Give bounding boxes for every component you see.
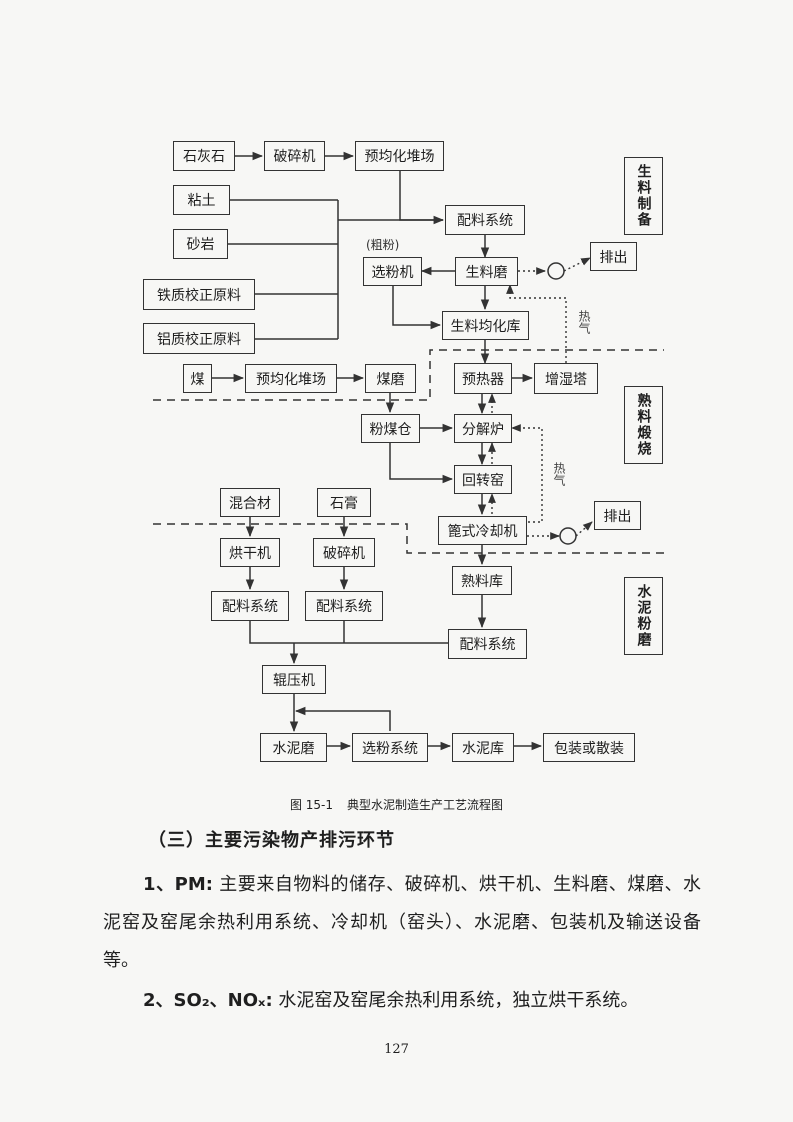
coal-pre-homogenization-yard-box: 预均化堆场 bbox=[245, 364, 337, 393]
batching-system-box: 配料系统 bbox=[305, 591, 383, 621]
clinker-silo-box: 熟料库 bbox=[452, 566, 512, 595]
exhaust-box: 排出 bbox=[590, 242, 637, 271]
raw-meal-preparation-stage-label: 生料制备 bbox=[624, 157, 663, 235]
alumina-corrective-material-box: 铝质校正原料 bbox=[143, 323, 255, 354]
grate-cooler-box: 篦式冷却机 bbox=[438, 516, 527, 545]
coal-mill-box: 煤磨 bbox=[365, 364, 416, 393]
section-heading: （三）主要污染物产排污环节 bbox=[148, 830, 395, 851]
limestone-box: 石灰石 bbox=[173, 141, 235, 171]
powder-separator-box: 选粉机 bbox=[363, 257, 422, 286]
humidifier-tower-box: 增湿塔 bbox=[534, 363, 598, 394]
hot-gas-label: 热气 bbox=[552, 462, 566, 486]
batching-system-box: 配料系统 bbox=[211, 591, 289, 621]
packing-or-bulk-box: 包装或散装 bbox=[543, 733, 635, 762]
figure-title: 典型水泥制造生产工艺流程图 bbox=[347, 798, 504, 812]
roller-press-box: 辊压机 bbox=[262, 665, 326, 694]
pulverized-coal-bin-box: 粉煤仓 bbox=[361, 414, 420, 443]
paragraph: 1、PM: 主要来自物料的储存、破碎机、烘干机、生料磨、煤磨、水泥窑及窑尾余热利… bbox=[103, 866, 701, 980]
paragraph-text: 水泥窑及窑尾余热利用系统，独立烘干系统。 bbox=[278, 990, 639, 1011]
figure-caption: 图 15-1 典型水泥制造生产工艺流程图 bbox=[0, 796, 793, 813]
preheater-box: 预热器 bbox=[454, 363, 512, 394]
rotary-kiln-box: 回转窑 bbox=[454, 465, 512, 494]
clay-box: 粘土 bbox=[173, 185, 230, 215]
iron-corrective-material-box: 铁质校正原料 bbox=[143, 279, 255, 310]
hot-gas-label: 热气 bbox=[577, 310, 591, 334]
raw-mill-box: 生料磨 bbox=[455, 257, 518, 286]
mixed-material-box: 混合材 bbox=[220, 488, 280, 517]
page-number: 127 bbox=[384, 1042, 409, 1057]
dryer-box: 烘干机 bbox=[220, 538, 280, 567]
clinker-burning-stage-label: 熟料煅烧 bbox=[624, 386, 663, 464]
paragraph-text: 主要来自物料的储存、破碎机、烘干机、生料磨、煤磨、水泥窑及窑尾余热利用系统、冷却… bbox=[103, 874, 701, 971]
crusher-box: 破碎机 bbox=[313, 538, 375, 567]
figure-number: 图 15-1 bbox=[289, 798, 334, 812]
sandstone-box: 砂岩 bbox=[173, 229, 228, 259]
separator-system-box: 选粉系统 bbox=[352, 733, 428, 762]
coarse-powder-label: (粗粉) bbox=[366, 238, 400, 252]
cement-silo-box: 水泥库 bbox=[452, 733, 514, 762]
cement-grinding-stage-label: 水泥粉磨 bbox=[624, 577, 663, 655]
flowchart-connectors bbox=[153, 151, 664, 751]
paragraph: 2、SO₂、NOₓ: 水泥窑及窑尾余热利用系统，独立烘干系统。 bbox=[143, 982, 741, 1020]
coal-box: 煤 bbox=[183, 364, 212, 393]
precalciner-box: 分解炉 bbox=[454, 414, 512, 443]
exhaust-box: 排出 bbox=[594, 501, 641, 530]
pre-homogenization-yard-box: 预均化堆场 bbox=[355, 141, 444, 171]
paragraph-lead: 1、PM: bbox=[143, 874, 213, 895]
gypsum-box: 石膏 bbox=[317, 488, 371, 517]
raw-meal-homogenization-silo-box: 生料均化库 bbox=[442, 311, 529, 340]
paragraph-lead: 2、SO₂、NOₓ: bbox=[143, 990, 273, 1011]
batching-system-box: 配料系统 bbox=[445, 205, 525, 235]
batching-system-box: 配料系统 bbox=[448, 629, 527, 659]
crusher-box: 破碎机 bbox=[264, 141, 325, 171]
cement-mill-box: 水泥磨 bbox=[260, 733, 327, 762]
